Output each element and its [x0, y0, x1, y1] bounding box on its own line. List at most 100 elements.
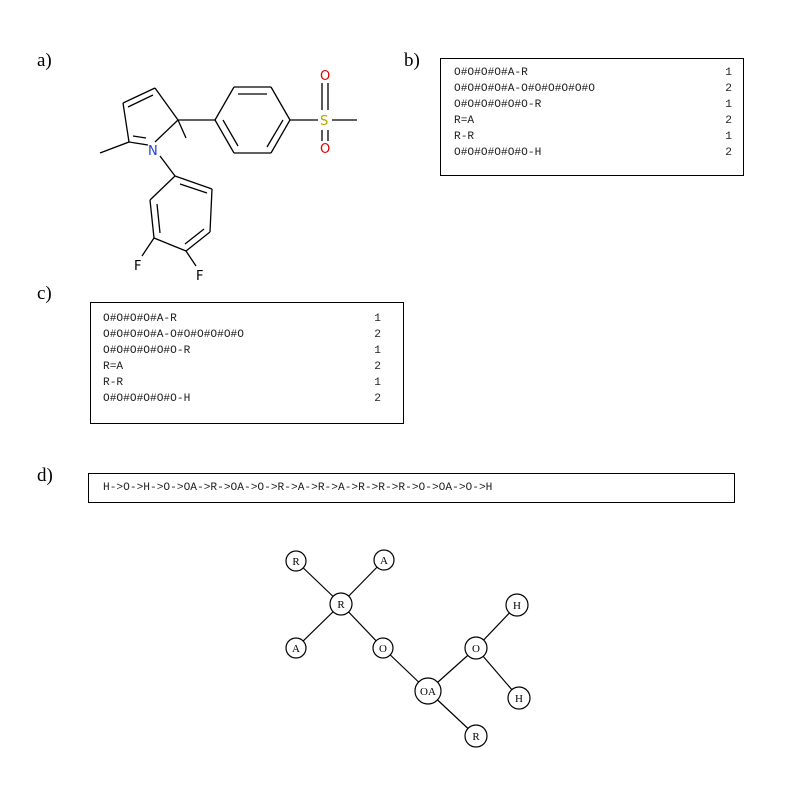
- bond: [159, 155, 176, 177]
- bond: [122, 102, 130, 143]
- table-row: O#O#O#O#A-O#O#O#O#O#O 2: [103, 327, 381, 343]
- tree-node-oa: [414, 677, 442, 705]
- tree-node-a1: [373, 549, 395, 571]
- fragment-count: 2: [725, 115, 732, 127]
- tree-node-r2: [464, 724, 488, 748]
- table-row: R-R 1: [454, 129, 732, 145]
- fragment-code: R-R: [454, 131, 475, 143]
- fragment-code: O#O#O#O#O#O-H: [103, 393, 191, 405]
- fragment-code: O#O#O#O#A-O#O#O#O#O#O: [103, 329, 244, 341]
- molecule-bonds: [99, 83, 357, 267]
- table-row: O#O#O#O#O#O-H 2: [454, 145, 732, 161]
- tree-node-label: H: [513, 600, 521, 612]
- tree-node-label: H: [515, 693, 523, 705]
- bond: [214, 119, 235, 154]
- tree-node-r1: [285, 550, 307, 572]
- table-row: R=A 2: [103, 359, 381, 375]
- bond: [185, 250, 197, 267]
- fragment-count: 1: [725, 67, 732, 79]
- bond: [99, 141, 130, 154]
- bond: [154, 119, 179, 143]
- oxygen-atom-bottom: O: [320, 142, 330, 157]
- table-row: O#O#O#O#A-R 1: [103, 311, 381, 327]
- tree-node-label: O: [472, 643, 480, 655]
- fragment-code: O#O#O#O#O#O-H: [454, 147, 542, 159]
- tree-node-label: A: [292, 643, 300, 655]
- fragment-count: 1: [374, 345, 381, 357]
- fragment-code: O#O#O#O#A-R: [103, 313, 177, 325]
- oxygen-atom-top: O: [320, 69, 330, 84]
- table-row: O#O#O#O#A-R 1: [454, 65, 732, 81]
- fragment-code: O#O#O#O#A-R: [454, 67, 528, 79]
- fragment-count: 2: [374, 329, 381, 341]
- tree-node-label: OA: [420, 686, 436, 698]
- bond: [154, 87, 179, 121]
- fragment-count: 2: [374, 361, 381, 373]
- bond: [128, 141, 149, 146]
- bond: [270, 86, 291, 121]
- nitrogen-atom: N: [148, 144, 158, 159]
- fragment-code: O#O#O#O#A-O#O#O#O#O#O: [454, 83, 595, 95]
- fragment-count: 2: [374, 393, 381, 405]
- tree-node-label: R: [337, 599, 345, 611]
- panel-label-c: c): [37, 283, 52, 304]
- tree-node-o2: [464, 636, 488, 660]
- bond: [214, 86, 235, 121]
- fragment-count: 1: [374, 377, 381, 389]
- bond: [185, 231, 211, 252]
- bond: [141, 237, 155, 257]
- bond: [184, 228, 205, 245]
- fragment-code: R=A: [103, 361, 124, 373]
- tree-node-label: A: [380, 555, 388, 567]
- path-sequence: H->O->H->O->OA->R->OA->O->R->A->R->A->R-…: [88, 473, 735, 503]
- table-row: O#O#O#O#O#O-H 2: [103, 391, 381, 407]
- table-row: R-R 1: [103, 375, 381, 391]
- tree-node-r-center: [329, 592, 353, 616]
- tree-node-h2: [507, 686, 531, 710]
- tree-node-o1: [372, 637, 394, 659]
- fluorine-atom-left: F: [134, 259, 141, 274]
- panel-label-b: b): [404, 50, 420, 71]
- tree-node-label: R: [472, 731, 480, 743]
- bond: [222, 119, 239, 147]
- fragment-count: 1: [725, 131, 732, 143]
- bond: [132, 135, 147, 139]
- fragment-code: O#O#O#O#O#O-R: [454, 99, 542, 111]
- fragment-code: R=A: [454, 115, 475, 127]
- bond: [122, 87, 156, 104]
- table-row: O#O#O#O#O#O-R 1: [103, 343, 381, 359]
- panel-label-d: d): [37, 465, 53, 486]
- bond: [266, 119, 284, 148]
- fragment-count: 2: [725, 147, 732, 159]
- sulfur-atom: S: [320, 114, 328, 129]
- bond: [174, 175, 213, 190]
- tree-node-a2: [285, 637, 307, 659]
- bond: [156, 203, 161, 234]
- fragment-code: O#O#O#O#O#O-R: [103, 345, 191, 357]
- bond: [149, 199, 155, 239]
- tree-node-label: R: [292, 556, 300, 568]
- fluorine-atom-right: F: [196, 269, 203, 284]
- tree-node-h1: [505, 593, 529, 617]
- fragment-count: 1: [374, 313, 381, 325]
- bond: [179, 183, 208, 194]
- bond: [127, 94, 154, 108]
- bond: [177, 119, 187, 139]
- fragment-count: 1: [725, 99, 732, 111]
- table-row: O#O#O#O#O#O-R 1: [454, 97, 732, 113]
- tree-node-label: O: [379, 643, 387, 655]
- bond: [209, 188, 213, 233]
- fragment-code: R-R: [103, 377, 124, 389]
- bond: [153, 237, 187, 252]
- table-row: R=A 2: [454, 113, 732, 129]
- bond: [270, 119, 291, 154]
- panel-label-a: a): [37, 50, 52, 71]
- bond: [149, 175, 176, 201]
